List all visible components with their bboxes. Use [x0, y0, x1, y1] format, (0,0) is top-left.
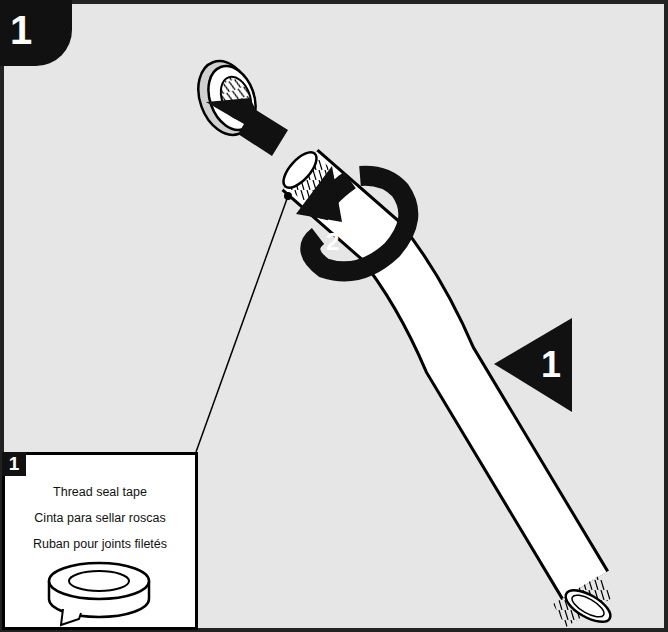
tape-roll — [39, 559, 159, 629]
leader-dot — [284, 192, 292, 200]
callout-number: 1 — [541, 347, 561, 383]
push-arrow — [206, 98, 288, 156]
step-number: 1 — [10, 10, 32, 50]
callout-number: 1 — [2, 452, 26, 476]
step-badge — [0, 0, 72, 66]
inset-box: 1Thread seal tapeCinta para sellar rosca… — [2, 452, 198, 630]
shower-arm — [278, 147, 615, 628]
part-name: Thread seal tape — [5, 485, 195, 499]
callout-triangle — [494, 318, 572, 412]
part-name: Ruban pour joints filetés — [5, 537, 195, 551]
part-name: Cinta para sellar roscas — [5, 511, 195, 525]
leader-line — [196, 196, 288, 452]
rotation-arrow — [296, 166, 408, 271]
callout-number: 2 — [326, 230, 339, 254]
